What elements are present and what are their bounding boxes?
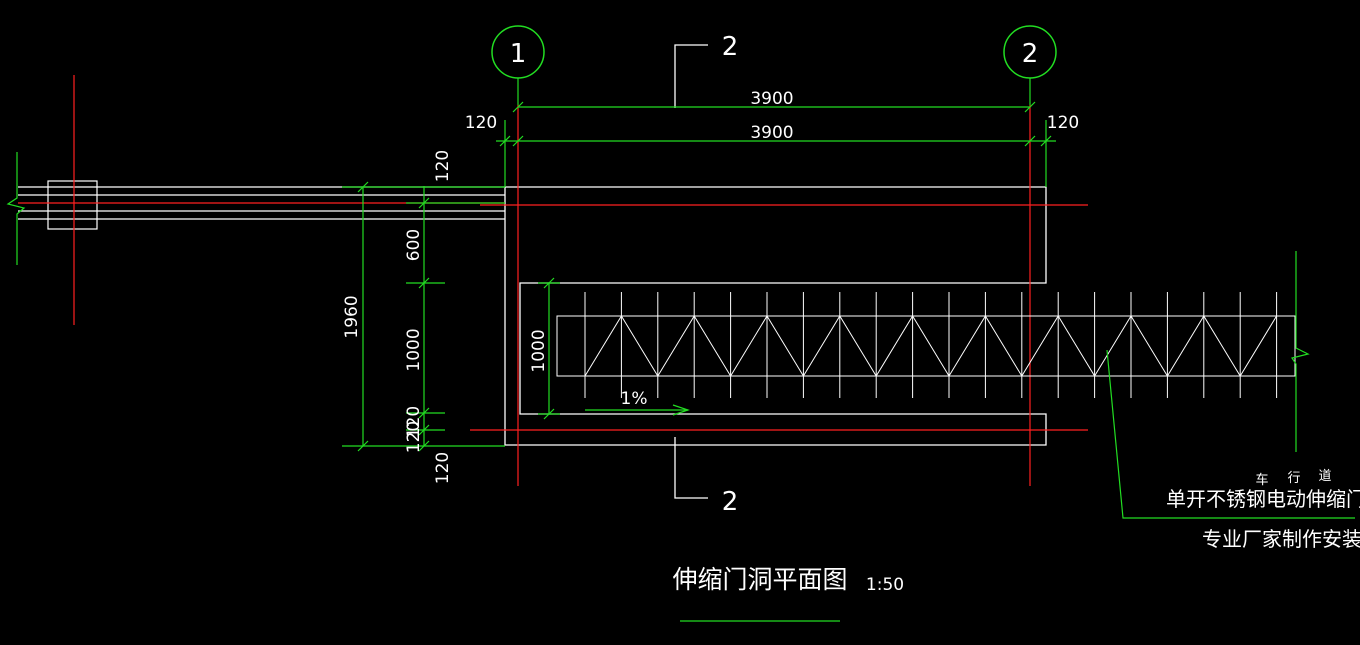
- section-mark-top-label: 2: [722, 32, 739, 62]
- gate-diagonal: [839, 315, 877, 377]
- gate-diagonal: [657, 315, 695, 377]
- note-line-1: 单开不锈钢电动伸缩门: [1166, 487, 1360, 511]
- dim-seg-1000: 1000: [404, 328, 424, 371]
- dim-seg-top: 120: [433, 150, 453, 182]
- lane-label: 车 行 道: [1255, 469, 1331, 488]
- gate-diagonal: [1057, 315, 1096, 377]
- section-mark-bottom-label: 2: [722, 487, 739, 517]
- gate-diagonal: [912, 315, 950, 377]
- note-leader: [1106, 349, 1355, 519]
- dim-bottom: 120: [433, 452, 453, 484]
- gate-diagonal: [1166, 315, 1205, 377]
- dim-top: [496, 101, 1056, 187]
- gate-diagonal: [1130, 315, 1168, 377]
- axis-bubble-1: 1: [491, 25, 545, 105]
- gate-diagonal: [693, 315, 732, 377]
- gate-diagonal: [875, 315, 914, 377]
- slope-arrow: [585, 404, 690, 416]
- gate-diagonal: [1021, 315, 1059, 377]
- gate-diagonal: [620, 315, 659, 377]
- slope-label: 1%: [621, 389, 648, 409]
- telescopic-gate: [556, 292, 1296, 398]
- dim-track-width: 1000: [529, 329, 549, 372]
- dim-seg-120a: 120: [404, 406, 424, 438]
- lane-label-char-2: 行: [1287, 471, 1300, 486]
- lane-label-char-3: 道: [1318, 469, 1331, 484]
- gate-diagonal: [948, 315, 986, 377]
- gate-diagonal: [766, 315, 804, 377]
- dim-seg-120b: 120: [404, 421, 424, 453]
- gate-diagonal: [730, 315, 768, 377]
- gate-diagonal: [1203, 315, 1241, 377]
- lane-label-char-1: 车: [1255, 472, 1268, 488]
- dim-inner-span: 3900: [750, 123, 793, 143]
- axis-bubble-2: 2: [1003, 25, 1057, 105]
- gate-diagonal: [984, 315, 1023, 377]
- gate-diagonal: [802, 315, 841, 377]
- axis-2-label: 2: [1022, 39, 1039, 69]
- centre-lines: [470, 105, 1088, 486]
- section-mark-bottom: [674, 437, 708, 499]
- wall-outline: [504, 186, 1047, 446]
- gate-diagonal: [1094, 315, 1132, 377]
- note-line-2: 专业厂家制作安装: [1202, 527, 1360, 551]
- dim-left-ext: 120: [465, 113, 497, 133]
- gate-frame: [556, 315, 1296, 377]
- drawing-scale: 1:50: [866, 575, 904, 595]
- drawing-title: 伸缩门洞平面图: [672, 565, 847, 594]
- left-post: [6, 75, 505, 325]
- gate-diagonal: [1239, 315, 1278, 377]
- dim-top-span: 3900: [750, 89, 793, 109]
- gate-diagonal: [584, 315, 622, 377]
- dim-left-vertical: [342, 181, 505, 452]
- dim-track: [538, 277, 560, 420]
- axis-1-label: 1: [510, 39, 527, 69]
- dim-seg-600: 600: [404, 229, 424, 261]
- section-mark-top: [674, 44, 708, 108]
- dim-right-ext: 120: [1047, 113, 1079, 133]
- right-break-line: [1291, 251, 1310, 452]
- dim-total-height: 1960: [342, 295, 362, 338]
